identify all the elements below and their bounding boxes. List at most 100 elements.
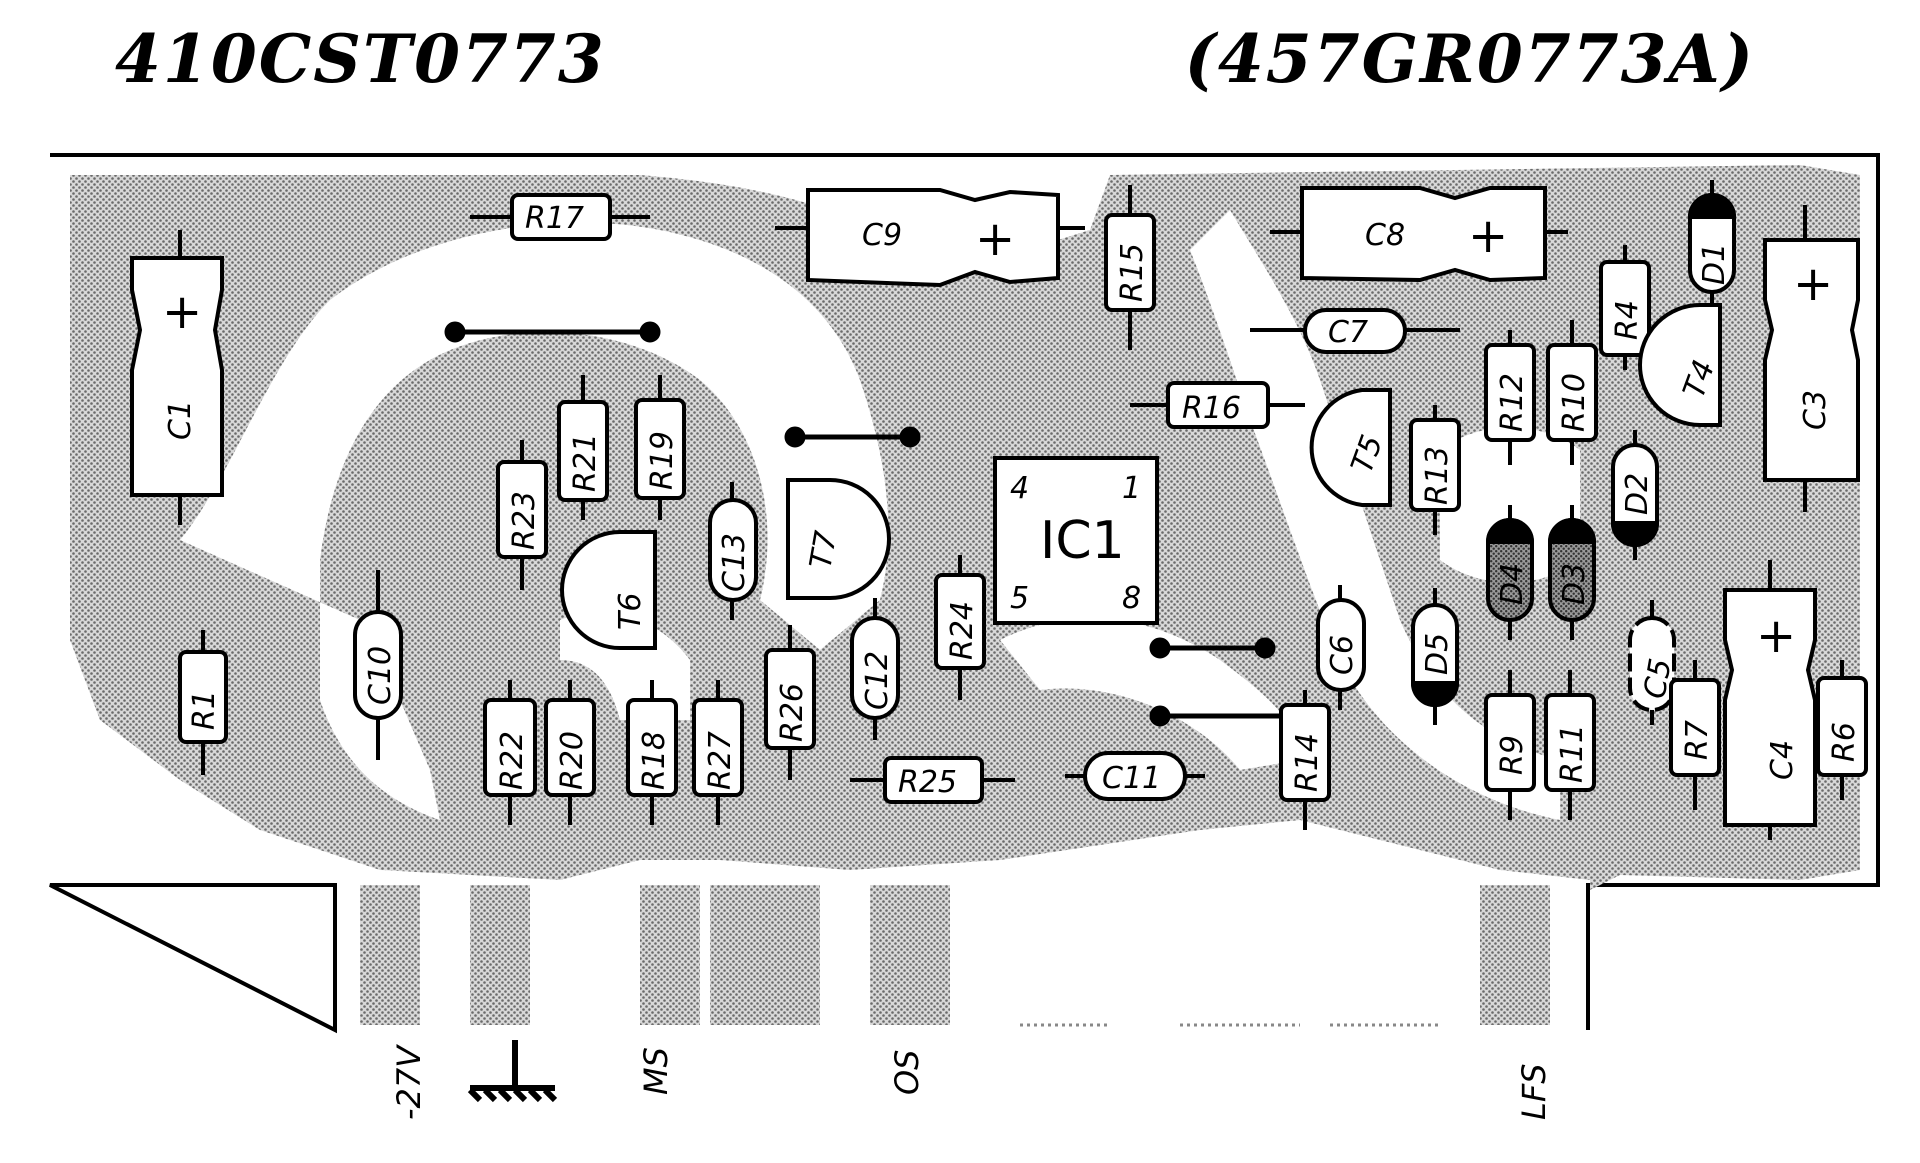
label-c9: C9: [862, 218, 902, 253]
label-d3: D3: [1557, 563, 1592, 605]
label-c10: C10: [363, 646, 398, 705]
label-r26: R26: [775, 683, 810, 742]
label-d1: D1: [1697, 243, 1732, 285]
capacitor-c4: [1723, 560, 1817, 840]
resistor-r25: [850, 756, 1015, 804]
label-ic1: IC1: [1040, 511, 1125, 571]
resistor-r7: [1669, 660, 1721, 810]
resistor-r27: [692, 680, 744, 825]
label-r23: R23: [507, 491, 542, 550]
label-r20: R20: [555, 731, 590, 790]
part-reference: (457GR0773A): [1184, 20, 1755, 98]
label-d5: D5: [1420, 633, 1455, 675]
polarity-c1: +: [162, 284, 202, 340]
capacitor-c8: [1270, 186, 1568, 283]
capacitor-c10: [353, 570, 403, 760]
label-c11: C11: [1102, 761, 1161, 796]
label-r16: R16: [1182, 391, 1241, 426]
label-c3: C3: [1798, 390, 1833, 430]
resistor-r16: [1130, 381, 1305, 429]
resistor-r14: [1279, 690, 1331, 830]
diode-d2: [1610, 430, 1660, 560]
resistor-r12: [1484, 330, 1536, 465]
resistor-r23: [496, 440, 548, 590]
label-r9: R9: [1495, 735, 1530, 775]
label-r27: R27: [703, 731, 738, 790]
ground-icon: [467, 1040, 558, 1103]
transistor-t7: [786, 478, 891, 600]
capacitor-c3: [1763, 205, 1860, 512]
wire-jumpers: [444, 321, 1311, 727]
diode-d3: [1547, 505, 1597, 640]
connector-label-os: OS: [888, 1050, 926, 1096]
label-r11: R11: [1555, 724, 1590, 783]
label-c4: C4: [1765, 740, 1800, 780]
resistor-r15: [1104, 185, 1156, 350]
label-c13: C13: [717, 533, 752, 592]
capacitor-c5: [1628, 600, 1676, 725]
label-t7: T7: [803, 528, 844, 571]
label-r24: R24: [945, 601, 980, 660]
connector-label-m27v: -27V: [390, 1044, 428, 1120]
resistor-r20: [544, 680, 596, 825]
ic1-pin-8: 8: [1122, 581, 1141, 616]
resistor-r10: [1546, 320, 1598, 465]
label-r17: R17: [525, 201, 584, 236]
resistor-r19: [634, 375, 686, 520]
resistor-r9: [1484, 670, 1536, 820]
resistor-r17: [470, 193, 650, 241]
ic1-pin-5: 5: [1010, 581, 1029, 616]
label-r14: R14: [1290, 733, 1325, 792]
ic1-pin-4: 4: [1010, 471, 1029, 506]
resistor-r26: [764, 625, 816, 780]
resistor-r4: [1599, 245, 1651, 370]
connector-label-lfs: LFS: [1515, 1063, 1553, 1120]
resistor-r21: [557, 375, 609, 520]
resistor-r13: [1409, 405, 1461, 535]
capacitor-c13: [708, 482, 758, 620]
label-r18: R18: [637, 731, 672, 790]
label-t6: T6: [613, 593, 648, 630]
label-r15: R15: [1115, 243, 1150, 302]
polarity-c9: +: [975, 211, 1015, 267]
ic-ic1: [993, 456, 1159, 625]
label-c7: C7: [1328, 315, 1368, 350]
capacitor-c7: [1250, 308, 1460, 354]
label-c5: C5: [1637, 656, 1678, 702]
edge-connector-fingers: [360, 885, 1550, 1025]
label-c12: C12: [860, 651, 895, 710]
resistor-r22: [483, 680, 537, 825]
transistor-t5: [1309, 388, 1392, 507]
diode-d5: [1410, 588, 1460, 725]
label-r13: R13: [1420, 446, 1455, 505]
label-r22: R22: [495, 731, 530, 790]
label-c6: C6: [1325, 635, 1360, 675]
capacitor-c9: [775, 188, 1085, 288]
label-r10: R10: [1557, 373, 1592, 432]
diode-d1: [1687, 180, 1737, 305]
board-outline: [49, 153, 1880, 1034]
capacitor-c11: [1065, 751, 1205, 801]
label-r1: R1: [187, 690, 222, 730]
board-number: 410CST0773: [115, 20, 606, 98]
resistor-r24: [934, 555, 986, 700]
polarity-c4: +: [1756, 608, 1796, 664]
polarity-c8: +: [1468, 208, 1508, 264]
label-d2: D2: [1620, 473, 1655, 515]
label-r7: R7: [1680, 720, 1715, 760]
label-r4: R4: [1610, 300, 1645, 340]
capacitor-c1: [130, 230, 224, 525]
capacitor-c6: [1316, 585, 1366, 710]
transistor-t4: [1638, 303, 1722, 427]
resistor-r1: [178, 630, 228, 775]
resistor-r6: [1816, 660, 1868, 800]
diode-d4: [1485, 505, 1535, 640]
label-r6: R6: [1827, 722, 1862, 762]
connector-label-ms: MS: [637, 1047, 675, 1095]
label-r12: R12: [1495, 373, 1530, 432]
polarity-c3: +: [1793, 256, 1833, 312]
transistor-t6: [560, 530, 657, 650]
resistor-r11: [1544, 670, 1596, 820]
label-c1: C1: [163, 400, 198, 440]
